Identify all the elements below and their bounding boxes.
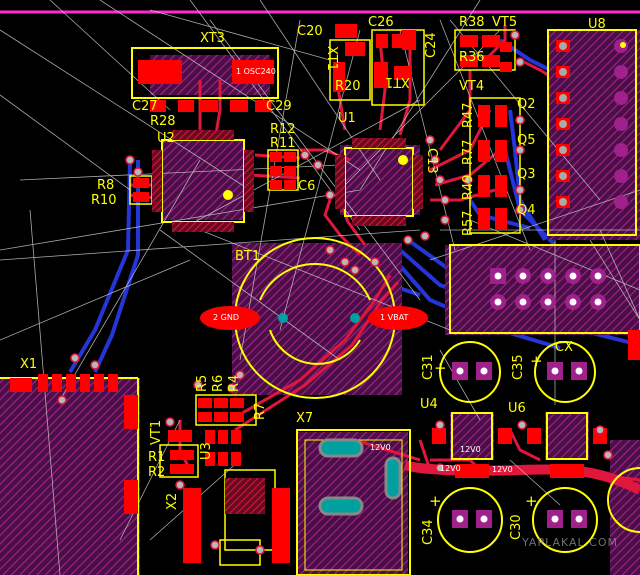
designator-q5: Q5 bbox=[517, 133, 536, 148]
designator-r11: R11 bbox=[270, 136, 296, 151]
smd-pads bbox=[10, 24, 640, 563]
through-hole-pads bbox=[223, 39, 628, 528]
polarity-plus-c34: + bbox=[429, 492, 442, 510]
net-label-12v0-b: 12V0 bbox=[440, 464, 461, 473]
designator-c29: C29 bbox=[266, 99, 292, 114]
designator-c20: C20 bbox=[297, 24, 323, 39]
designator-r57: R57 bbox=[461, 210, 476, 236]
designator-u2: U2 bbox=[157, 131, 175, 146]
designator-bt1: BT1 bbox=[235, 249, 261, 264]
designator-c34: C34 bbox=[421, 519, 436, 545]
net-label-12v0-c: 12V0 bbox=[492, 465, 513, 474]
designator-r6: R6 bbox=[211, 374, 226, 392]
designator-u6: U6 bbox=[508, 401, 526, 416]
designator-x7: X7 bbox=[296, 411, 314, 426]
designator-u8: U8 bbox=[588, 17, 606, 32]
designator-r77: R77 bbox=[461, 139, 476, 165]
designator-c13: C13 bbox=[424, 148, 439, 174]
designator-c24: C24 bbox=[424, 32, 439, 58]
designator-cx: CX bbox=[555, 340, 573, 355]
polarity-plus-c35: + bbox=[530, 352, 543, 370]
designator-xt3: XT3 bbox=[200, 31, 225, 46]
watermark-text: YAPLAKAL.COM bbox=[522, 536, 618, 549]
designator-r2: R2 bbox=[148, 465, 166, 480]
designator-vt5: VT5 bbox=[492, 15, 518, 30]
power-trace bbox=[403, 460, 640, 495]
designator-c27: C27 bbox=[132, 99, 158, 114]
designator-u1: U1 bbox=[338, 111, 356, 126]
designator-c6: C6 bbox=[298, 179, 316, 194]
designator-vt4: VT4 bbox=[459, 79, 485, 94]
designator-q2: Q2 bbox=[517, 97, 536, 112]
designator-c26: C26 bbox=[368, 15, 394, 30]
designator-xt1b: XT1 bbox=[385, 74, 410, 89]
designator-r20: R20 bbox=[335, 79, 361, 94]
designator-u4: U4 bbox=[420, 397, 438, 412]
designator-r47: R47 bbox=[461, 102, 476, 128]
designator-q4: Q4 bbox=[517, 203, 536, 218]
pad-label-bt-vbat: 1 VBAT bbox=[380, 313, 409, 322]
designator-r8: R8 bbox=[97, 178, 115, 193]
designator-xt1: XT1 bbox=[324, 46, 339, 71]
designator-r28: R28 bbox=[150, 114, 176, 129]
polarity-plus-c31: + bbox=[434, 359, 447, 377]
designator-q3: Q3 bbox=[517, 167, 536, 182]
designator-r36: R36 bbox=[459, 50, 485, 65]
designator-c35: C35 bbox=[511, 354, 526, 380]
designator-r4: R4 bbox=[227, 374, 242, 392]
designator-x1: X1 bbox=[20, 357, 38, 372]
pad-label-bt-gnd: 2 GND bbox=[213, 313, 239, 322]
designator-r10: R10 bbox=[91, 193, 117, 208]
designator-r5: R5 bbox=[195, 374, 210, 392]
designator-r12: R12 bbox=[270, 122, 296, 137]
net-label-12v0-a: 12V0 bbox=[370, 443, 391, 452]
designator-r7: R7 bbox=[253, 402, 268, 420]
designator-u3: U3 bbox=[199, 442, 214, 460]
designator-x2: X2 bbox=[165, 492, 180, 510]
vias bbox=[57, 30, 613, 555]
silkscreen-outlines bbox=[0, 29, 640, 575]
designator-r49: R49 bbox=[461, 174, 476, 200]
designator-vt1: VT1 bbox=[149, 419, 164, 445]
net-label-12v0-d: 12V0 bbox=[460, 445, 481, 454]
designator-r38: R38 bbox=[459, 15, 485, 30]
designator-r1: R1 bbox=[148, 450, 166, 465]
pad-label-osc: 1 OSC240 bbox=[236, 67, 276, 76]
polarity-plus-c30: + bbox=[525, 492, 538, 510]
